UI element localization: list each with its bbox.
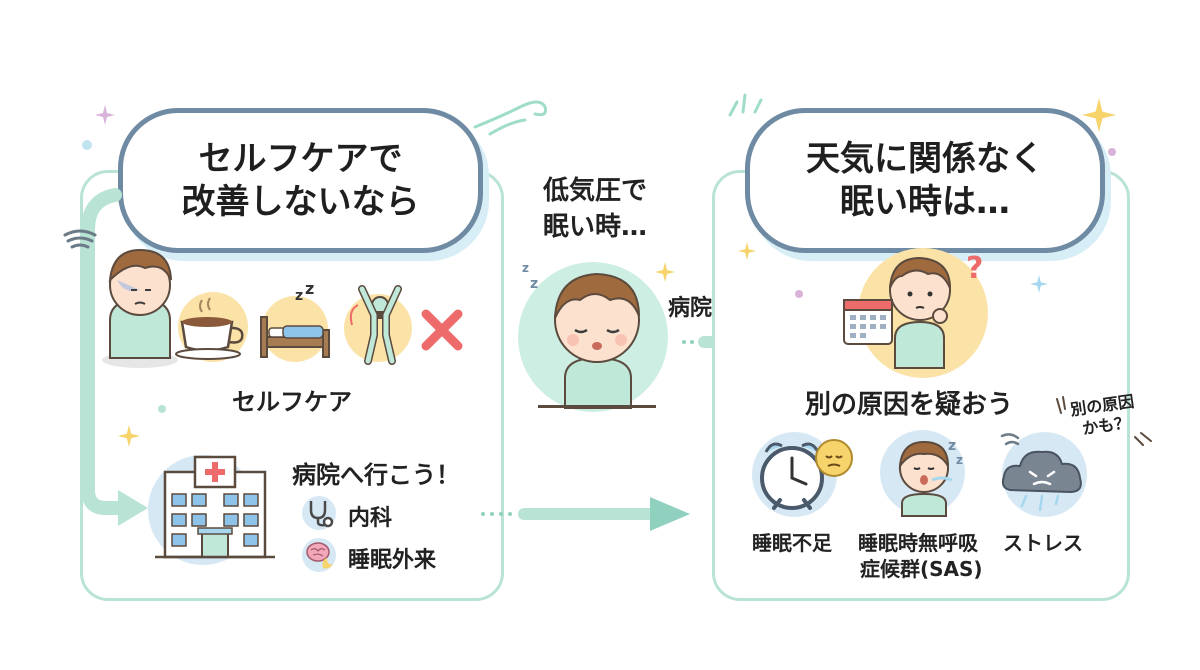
right-bubble-line2: 眠い時は… xyxy=(840,181,1010,222)
sleepy-child-illustration xyxy=(554,272,640,409)
middle-title-line2: 眠い時… xyxy=(543,212,648,242)
svg-text:?: ? xyxy=(966,251,983,286)
hospital-title: 病院へ行こう！ xyxy=(292,461,460,489)
cause-label-sas-line1: 睡眠時無呼吸 xyxy=(858,531,978,555)
svg-text:z: z xyxy=(295,288,303,304)
cause-label-stress: ストレス xyxy=(1003,531,1083,555)
selfcare-label: セルフケア xyxy=(232,388,352,416)
bed-sleep-icon: z z xyxy=(260,279,330,358)
left-bubble-line1: セルフケアで xyxy=(198,139,403,179)
ray-decoration xyxy=(728,93,763,117)
svg-text:z: z xyxy=(948,438,956,454)
thinking-child-illustration: ? xyxy=(843,251,983,369)
swirl-icon xyxy=(473,100,547,136)
dot-decoration xyxy=(1108,148,1116,156)
cause-label-sas-line2: 症候群(SAS) xyxy=(860,557,983,581)
dot-decoration xyxy=(82,140,92,150)
snoring-child-icon: z z xyxy=(898,438,963,517)
svg-text:z: z xyxy=(530,276,538,292)
stethoscope-icon xyxy=(309,501,334,528)
flow-arrow-right-bottom xyxy=(481,497,690,531)
brain-moon-icon xyxy=(306,542,333,569)
emphasis-marks xyxy=(1056,396,1152,446)
left-bubble-line2: 改善しないなら xyxy=(181,181,420,222)
middle-title-line1: 低気圧で xyxy=(543,176,648,206)
sparkle-icon xyxy=(738,242,756,260)
sparkle-icon xyxy=(118,425,140,447)
dot-decoration xyxy=(158,405,166,413)
sparkle-icon xyxy=(95,105,115,125)
zzz-icon: zz xyxy=(522,261,538,292)
alarm-clock-icon xyxy=(760,439,853,510)
coffee-cup-icon xyxy=(175,297,244,360)
stretching-person-icon xyxy=(349,285,402,365)
dept-internal-medicine: 内科 xyxy=(348,506,393,531)
cross-mark-icon xyxy=(421,309,463,351)
right-heading: 別の原因を疑おう xyxy=(805,390,1014,420)
sparkle-icon xyxy=(1082,98,1116,132)
storm-cloud-icon xyxy=(1000,433,1082,512)
right-speech-bubble: 天気に関係なく 眠い時は… xyxy=(745,108,1105,253)
svg-text:z: z xyxy=(305,279,314,298)
sparkle-icon xyxy=(1030,275,1048,293)
desk-line xyxy=(538,405,656,408)
svg-text:z: z xyxy=(522,261,529,275)
cloud-swirl-icon xyxy=(63,229,97,249)
flow-arrow-down-right xyxy=(81,188,148,526)
cause-label-sleep-deprivation: 睡眠不足 xyxy=(752,531,832,555)
dept-sleep-clinic: 睡眠外来 xyxy=(348,548,437,573)
sad-child-illustration xyxy=(102,248,178,368)
sparkle-icon xyxy=(655,262,675,282)
left-speech-bubble: セルフケアで 改善しないなら xyxy=(118,108,483,253)
svg-text:z: z xyxy=(956,453,963,467)
hospital-building-icon xyxy=(155,455,275,559)
right-bubble-line1: 天気に関係なく xyxy=(806,139,1044,179)
dot-decoration xyxy=(795,290,803,298)
